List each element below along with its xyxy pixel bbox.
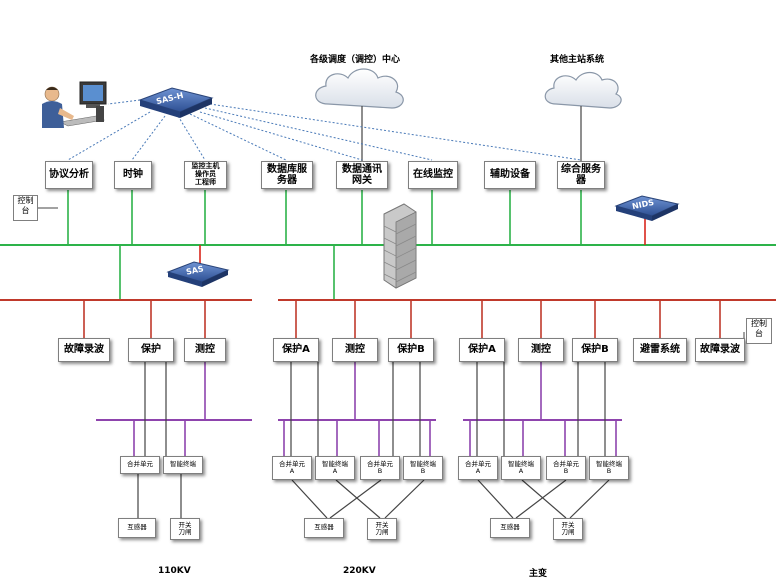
- protection-a-220-box[interactable]: 保护A: [273, 338, 319, 362]
- merging-unit-b-220-box[interactable]: 合并单元 B: [360, 456, 400, 480]
- aux-equipment-box[interactable]: 辅助设备: [484, 161, 536, 189]
- merging-unit-a-220-box[interactable]: 合并单元 A: [272, 456, 312, 480]
- lightning-system-box[interactable]: 避雷系统: [633, 338, 687, 362]
- sas-device-icon: [166, 261, 230, 287]
- bay-main-label: 主变: [529, 569, 548, 579]
- fault-recorder-main-box[interactable]: 故障录波: [695, 338, 745, 362]
- operator-workstation-icon: [42, 81, 107, 128]
- firewall-icon: [383, 203, 417, 289]
- switch-110-box[interactable]: 开关 刀闸: [170, 518, 200, 540]
- console-left-box[interactable]: 控制 台: [13, 195, 38, 221]
- transformer-main-box[interactable]: 互感器: [490, 518, 530, 538]
- nids-device-icon: [614, 195, 680, 221]
- wiring-220-purple: [283, 362, 431, 456]
- wiring-110-purple: [133, 362, 206, 456]
- bay-110-label: 110KV: [158, 566, 191, 576]
- smart-terminal-110-box[interactable]: 智能终端: [163, 456, 203, 474]
- wiring-110: [137, 362, 182, 518]
- wiring-main: [476, 362, 610, 519]
- measure-control-main-box[interactable]: 测控: [518, 338, 564, 362]
- protocol-analysis-box[interactable]: 协议分析: [45, 161, 93, 189]
- sas-h-device-icon: [138, 87, 214, 118]
- switch-220-box[interactable]: 开关 刀闸: [367, 518, 397, 540]
- smart-terminal-a-220-box[interactable]: 智能终端 A: [315, 456, 355, 480]
- other-stations-cloud-icon: [544, 71, 622, 109]
- wiring-main-purple: [469, 362, 617, 456]
- other-stations-label: 其他主站系统: [550, 55, 605, 65]
- smart-terminal-b-220-box[interactable]: 智能终端 B: [403, 456, 443, 480]
- smart-terminal-b-main-box[interactable]: 智能终端 B: [589, 456, 629, 480]
- console-right-box[interactable]: 控制 台: [746, 318, 772, 344]
- dispatch-cloud-icon: [315, 68, 404, 109]
- merging-unit-a-main-box[interactable]: 合并单元 A: [458, 456, 498, 480]
- transformer-110-box[interactable]: 互感器: [118, 518, 156, 538]
- process-drops: [83, 300, 721, 338]
- measure-control-220-box[interactable]: 测控: [332, 338, 378, 362]
- smart-terminal-a-main-box[interactable]: 智能终端 A: [501, 456, 541, 480]
- protection-b-main-box[interactable]: 保护B: [572, 338, 618, 362]
- clock-box[interactable]: 时钟: [114, 161, 152, 189]
- data-gateway-box[interactable]: 数据通讯 网关: [336, 161, 388, 189]
- integrated-server-box[interactable]: 综合服务 器: [557, 161, 605, 189]
- fault-recorder-110-box[interactable]: 故障录波: [58, 338, 110, 362]
- sas-h-monitor-links: [67, 99, 582, 161]
- wiring-220: [290, 362, 425, 519]
- merging-unit-110-box[interactable]: 合并单元: [120, 456, 160, 474]
- protection-b-220-box[interactable]: 保护B: [388, 338, 434, 362]
- switch-main-box[interactable]: 开关 刀闸: [553, 518, 583, 540]
- online-monitor-box[interactable]: 在线监控: [408, 161, 458, 189]
- protection-a-main-box[interactable]: 保护A: [459, 338, 505, 362]
- protection-110-box[interactable]: 保护: [128, 338, 174, 362]
- measure-control-110-box[interactable]: 测控: [184, 338, 226, 362]
- station-drops: [67, 190, 582, 300]
- bay-220-label: 220KV: [343, 566, 376, 576]
- monitor-host-box[interactable]: 监控主机 操作员 工程师: [184, 161, 227, 189]
- merging-unit-b-main-box[interactable]: 合并单元 B: [546, 456, 586, 480]
- dispatch-center-label: 各级调度（调控）中心: [310, 55, 401, 65]
- database-server-box[interactable]: 数据库服 务器: [261, 161, 313, 189]
- transformer-220-box[interactable]: 互感器: [304, 518, 344, 538]
